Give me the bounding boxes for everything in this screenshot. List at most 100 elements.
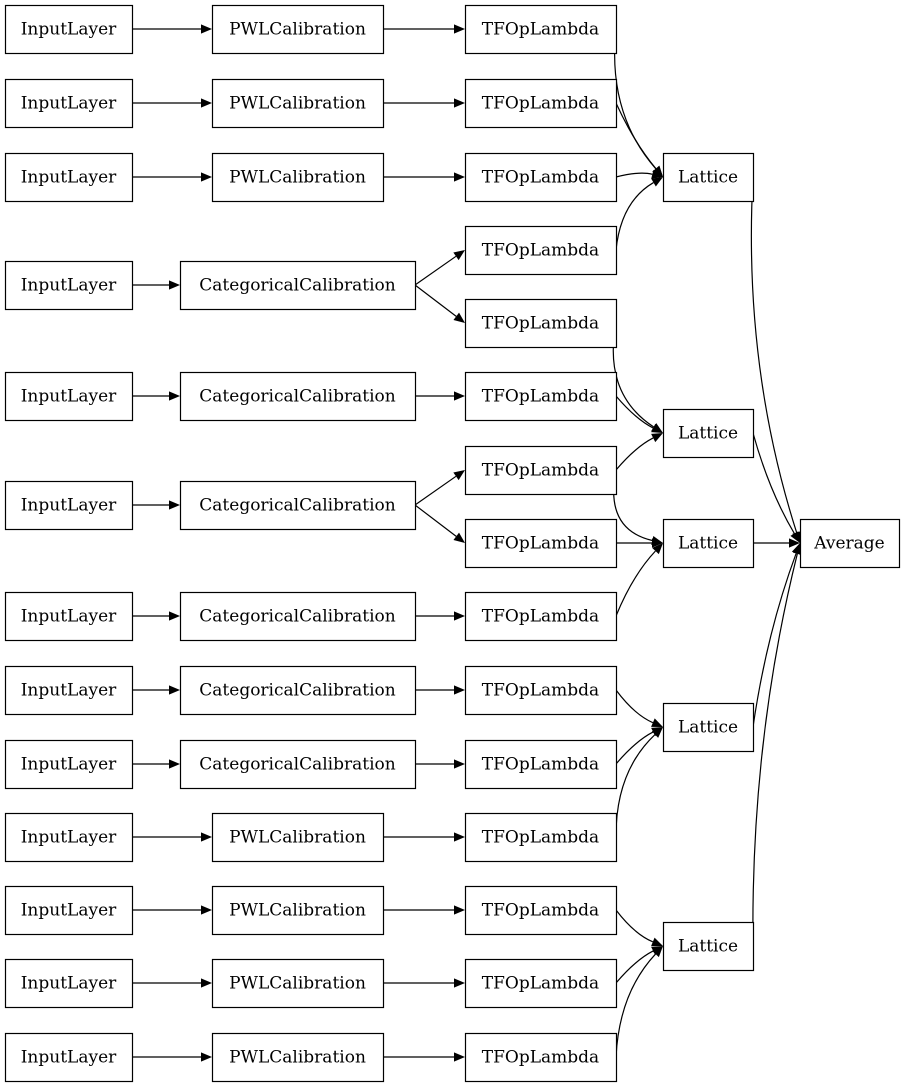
- node-box[interactable]: [4, 4, 134, 55]
- node-box[interactable]: [464, 958, 618, 1009]
- node-box[interactable]: [179, 260, 417, 311]
- node-tfop-lambda-op13[interactable]: TFOpLambda: [464, 885, 618, 936]
- node-box[interactable]: [464, 812, 618, 863]
- node-box[interactable]: [4, 591, 134, 642]
- node-box[interactable]: [179, 591, 417, 642]
- node-pwlcalibration-cal1[interactable]: PWLCalibration: [211, 4, 385, 55]
- node-input-layer-in9[interactable]: InputLayer: [4, 739, 134, 790]
- node-categorical-calibration-cal8[interactable]: CategoricalCalibration: [179, 665, 417, 716]
- node-lattice-lat1[interactable]: Lattice: [662, 152, 755, 203]
- node-tfop-lambda-op11[interactable]: TFOpLambda: [464, 739, 618, 790]
- node-input-layer-in3[interactable]: InputLayer: [4, 152, 134, 203]
- node-lattice-lat4[interactable]: Lattice: [662, 702, 755, 753]
- node-tfop-lambda-op10[interactable]: TFOpLambda: [464, 665, 618, 716]
- node-box[interactable]: [464, 739, 618, 790]
- node-box[interactable]: [211, 1032, 385, 1083]
- node-lattice-lat2[interactable]: Lattice: [662, 408, 755, 459]
- node-pwlcalibration-cal3[interactable]: PWLCalibration: [211, 152, 385, 203]
- node-categorical-calibration-cal7[interactable]: CategoricalCalibration: [179, 591, 417, 642]
- node-lattice-lat5[interactable]: Lattice: [662, 921, 755, 972]
- node-box[interactable]: [4, 480, 134, 531]
- node-tfop-lambda-op5[interactable]: TFOpLambda: [464, 298, 618, 349]
- node-box[interactable]: [662, 518, 755, 569]
- node-box[interactable]: [464, 298, 618, 349]
- node-box[interactable]: [4, 260, 134, 311]
- node-box[interactable]: [464, 885, 618, 936]
- node-pwlcalibration-cal10[interactable]: PWLCalibration: [211, 812, 385, 863]
- node-tfop-lambda-op14[interactable]: TFOpLambda: [464, 958, 618, 1009]
- node-tfop-lambda-op6[interactable]: TFOpLambda: [464, 371, 618, 422]
- node-box[interactable]: [464, 1032, 618, 1083]
- node-box[interactable]: [179, 371, 417, 422]
- node-average-avg[interactable]: Average: [799, 518, 901, 569]
- node-box[interactable]: [211, 812, 385, 863]
- edge-cal10-to-op12: [383, 832, 465, 842]
- arrowhead-icon: [201, 24, 212, 34]
- node-tfop-lambda-op7[interactable]: TFOpLambda: [464, 445, 618, 496]
- node-box[interactable]: [4, 78, 134, 129]
- node-box[interactable]: [464, 591, 618, 642]
- node-box[interactable]: [211, 958, 385, 1009]
- node-box[interactable]: [464, 518, 618, 569]
- node-tfop-lambda-op2[interactable]: TFOpLambda: [464, 78, 618, 129]
- node-box[interactable]: [662, 408, 755, 459]
- node-categorical-calibration-cal5[interactable]: CategoricalCalibration: [179, 371, 417, 422]
- node-box[interactable]: [211, 78, 385, 129]
- node-box[interactable]: [464, 445, 618, 496]
- node-box[interactable]: [464, 152, 618, 203]
- node-categorical-calibration-cal4[interactable]: CategoricalCalibration: [179, 260, 417, 311]
- node-input-layer-in10[interactable]: InputLayer: [4, 812, 134, 863]
- node-input-layer-in13[interactable]: InputLayer: [4, 1032, 134, 1083]
- node-box[interactable]: [4, 739, 134, 790]
- node-pwlcalibration-cal11[interactable]: PWLCalibration: [211, 885, 385, 936]
- node-input-layer-in7[interactable]: InputLayer: [4, 591, 134, 642]
- node-tfop-lambda-op9[interactable]: TFOpLambda: [464, 591, 618, 642]
- node-box[interactable]: [4, 885, 134, 936]
- node-tfop-lambda-op4[interactable]: TFOpLambda: [464, 225, 618, 276]
- node-box[interactable]: [4, 371, 134, 422]
- node-box[interactable]: [464, 225, 618, 276]
- node-box[interactable]: [799, 518, 901, 569]
- arrowhead-icon: [651, 177, 663, 187]
- node-categorical-calibration-cal6[interactable]: CategoricalCalibration: [179, 480, 417, 531]
- node-categorical-calibration-cal9[interactable]: CategoricalCalibration: [179, 739, 417, 790]
- node-lattice-lat3[interactable]: Lattice: [662, 518, 755, 569]
- node-tfop-lambda-op3[interactable]: TFOpLambda: [464, 152, 618, 203]
- node-box[interactable]: [464, 4, 618, 55]
- node-box[interactable]: [464, 371, 618, 422]
- node-box[interactable]: [211, 4, 385, 55]
- node-input-layer-in11[interactable]: InputLayer: [4, 885, 134, 936]
- node-box[interactable]: [4, 665, 134, 716]
- node-box[interactable]: [179, 739, 417, 790]
- node-tfop-lambda-op1[interactable]: TFOpLambda: [464, 4, 618, 55]
- edge-cal1-to-op1: [383, 24, 465, 34]
- node-pwlcalibration-cal2[interactable]: PWLCalibration: [211, 78, 385, 129]
- arrowhead-icon: [454, 1052, 465, 1062]
- node-input-layer-in6[interactable]: InputLayer: [4, 480, 134, 531]
- node-pwlcalibration-cal12[interactable]: PWLCalibration: [211, 958, 385, 1009]
- node-box[interactable]: [4, 958, 134, 1009]
- node-box[interactable]: [4, 812, 134, 863]
- node-tfop-lambda-op12[interactable]: TFOpLambda: [464, 812, 618, 863]
- node-box[interactable]: [464, 78, 618, 129]
- node-box[interactable]: [179, 665, 417, 716]
- node-box[interactable]: [662, 702, 755, 753]
- node-box[interactable]: [4, 152, 134, 203]
- node-input-layer-in2[interactable]: InputLayer: [4, 78, 134, 129]
- node-tfop-lambda-op8[interactable]: TFOpLambda: [464, 518, 618, 569]
- node-box[interactable]: [211, 152, 385, 203]
- arrowhead-icon: [652, 946, 663, 958]
- node-pwlcalibration-cal13[interactable]: PWLCalibration: [211, 1032, 385, 1083]
- node-box[interactable]: [4, 1032, 134, 1083]
- node-box[interactable]: [464, 665, 618, 716]
- node-box[interactable]: [211, 885, 385, 936]
- node-input-layer-in5[interactable]: InputLayer: [4, 371, 134, 422]
- node-input-layer-in1[interactable]: InputLayer: [4, 4, 134, 55]
- node-box[interactable]: [662, 921, 755, 972]
- node-input-layer-in12[interactable]: InputLayer: [4, 958, 134, 1009]
- node-box[interactable]: [179, 480, 417, 531]
- node-tfop-lambda-op15[interactable]: TFOpLambda: [464, 1032, 618, 1083]
- node-input-layer-in8[interactable]: InputLayer: [4, 665, 134, 716]
- node-box[interactable]: [662, 152, 755, 203]
- node-input-layer-in4[interactable]: InputLayer: [4, 260, 134, 311]
